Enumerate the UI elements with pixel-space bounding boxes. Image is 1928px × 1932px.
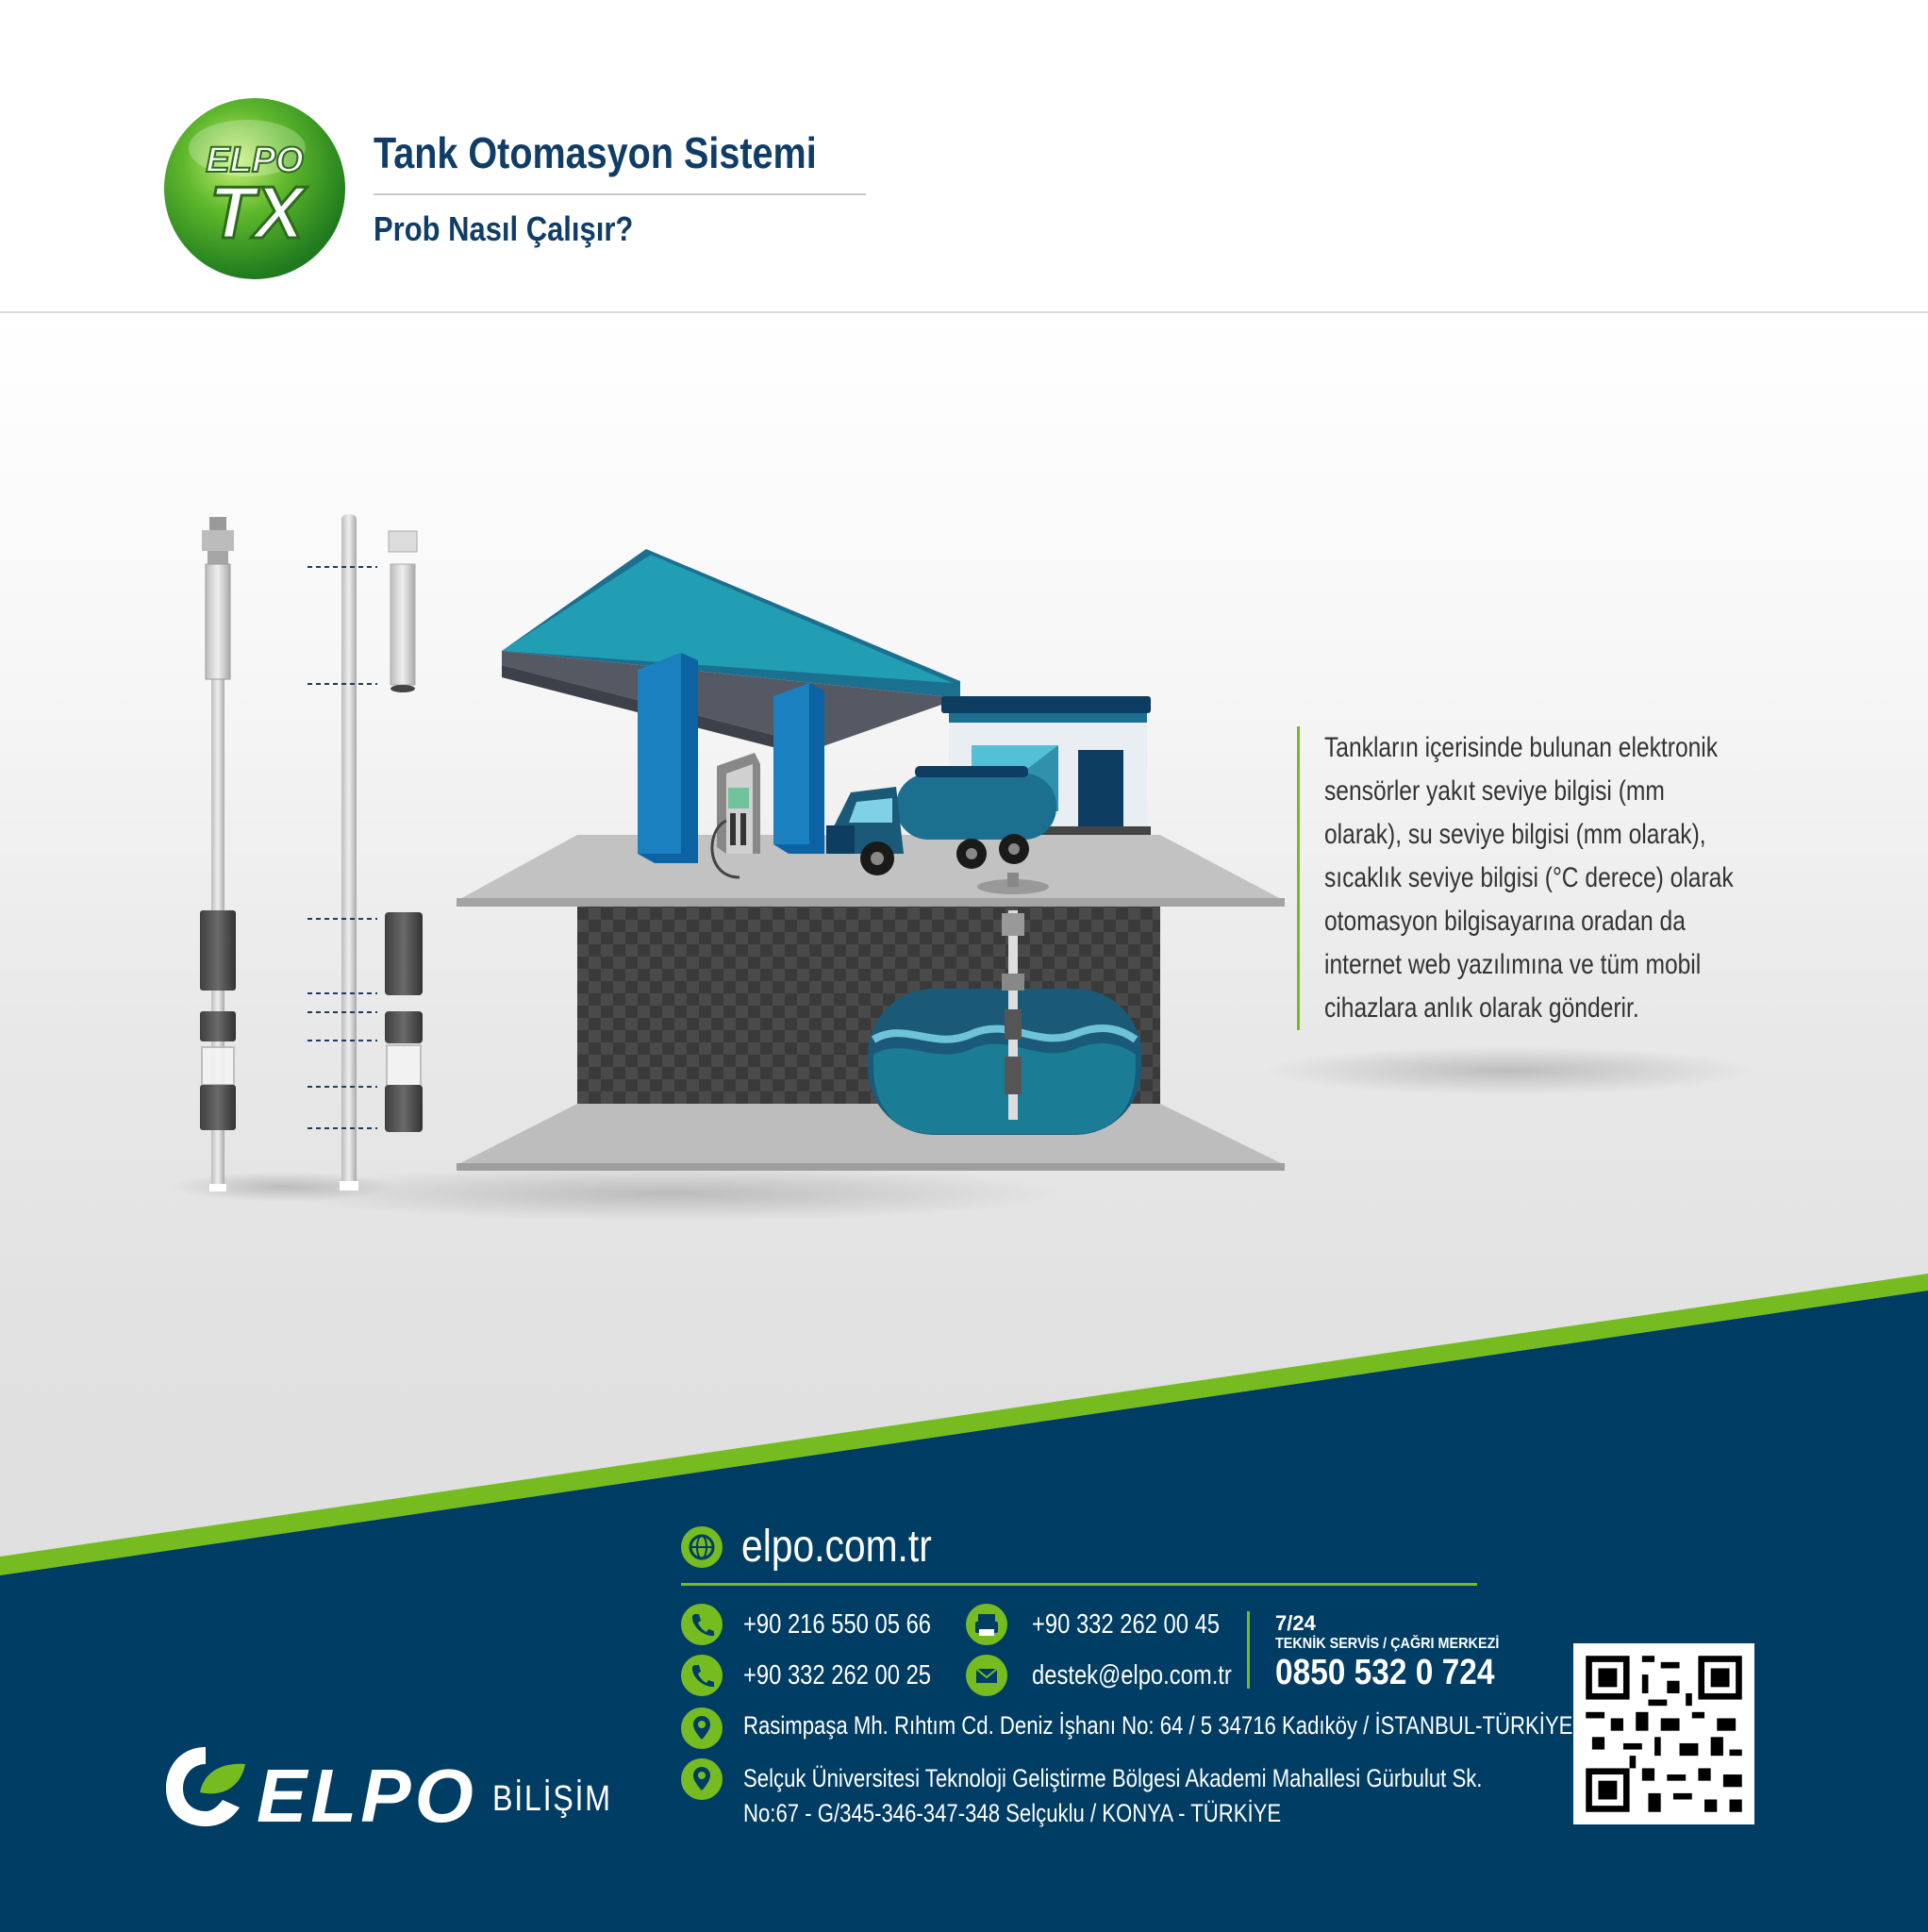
phone-icon	[681, 1604, 723, 1645]
email-link[interactable]: destek@elpo.com.tr	[1032, 1660, 1232, 1690]
website-link[interactable]: elpo.com.tr	[741, 1522, 932, 1572]
description-line-5: otomasyon bilgisayarına oradan da	[1324, 906, 1686, 937]
description-line-2: sensörler yakıt seviye bilgisi (mm	[1324, 775, 1665, 807]
title-divider	[374, 193, 866, 195]
probe-shadow	[170, 1172, 396, 1202]
website-divider	[681, 1583, 1477, 1586]
logo-text-top: ELPO	[206, 141, 303, 180]
description-block: Tankların içerisinde bulunan elektronik …	[1297, 726, 1758, 1030]
text-shadow	[1264, 1046, 1754, 1095]
phone-1[interactable]: +90 216 550 05 66	[743, 1609, 932, 1640]
header: ELPO TX Tank Otomasyon Sistemi Prob Nası…	[0, 0, 1928, 313]
station-shadow	[274, 1165, 1066, 1222]
elpo-tx-logo: ELPO TX	[164, 98, 345, 279]
brand-name: ELPO	[257, 1754, 477, 1838]
fax-number[interactable]: +90 332 262 00 45	[1032, 1609, 1221, 1640]
description-line-1: Tankların içerisinde bulunan elektronik	[1324, 732, 1719, 763]
elpo-brand-icon	[166, 1747, 245, 1826]
page-title: Tank Otomasyon Sistemi	[374, 128, 817, 177]
qr-code[interactable]	[1573, 1643, 1754, 1824]
description-line-7: cihazlara anlık olarak gönderir.	[1324, 992, 1639, 1024]
fax-icon	[966, 1604, 1007, 1645]
description-line-4: sıcaklık seviye bilgisi (°C derece) olar…	[1324, 862, 1734, 893]
description-line-3: olarak), su seviye bilgisi (mm olarak),	[1324, 819, 1706, 850]
phone-2[interactable]: +90 332 262 00 25	[743, 1660, 932, 1690]
fuel-pump	[710, 753, 760, 879]
mail-icon	[966, 1655, 1007, 1696]
probe-assembled	[200, 517, 236, 1191]
call-center-hours: 7/24	[1275, 1611, 1316, 1635]
underground-tank	[868, 873, 1141, 1135]
page-subtitle: Prob Nasıl Çalışır?	[374, 209, 634, 248]
location-icon	[681, 1707, 723, 1749]
call-center-divider	[1247, 1611, 1250, 1689]
description-line-6: internet web yazılımına ve tüm mobil	[1324, 949, 1702, 980]
address-istanbul: Rasimpaşa Mh. Rıhtım Cd. Deniz İşhanı No…	[743, 1711, 1573, 1740]
call-center-label: TEKNİK SERVİS / ÇAĞRI MERKEZİ	[1275, 1636, 1500, 1652]
brand-suffix: BİLİŞİM	[492, 1779, 612, 1819]
globe-icon	[681, 1526, 723, 1568]
fuel-canopy	[502, 549, 960, 863]
logo-text-bottom: TX	[209, 171, 307, 254]
location-icon	[681, 1758, 723, 1800]
address-konya-line-1: Selçuk Üniversitesi Teknoloji Geliştirme…	[743, 1764, 1483, 1792]
tanker-truck	[826, 766, 1056, 875]
probe-exploded	[307, 514, 423, 1191]
call-center-phone[interactable]: 0850 532 0 724	[1275, 1653, 1495, 1692]
address-konya-line-2: No:67 - G/345-346-347-348 Selçuklu / KON…	[743, 1799, 1282, 1827]
phone-icon	[681, 1655, 723, 1696]
